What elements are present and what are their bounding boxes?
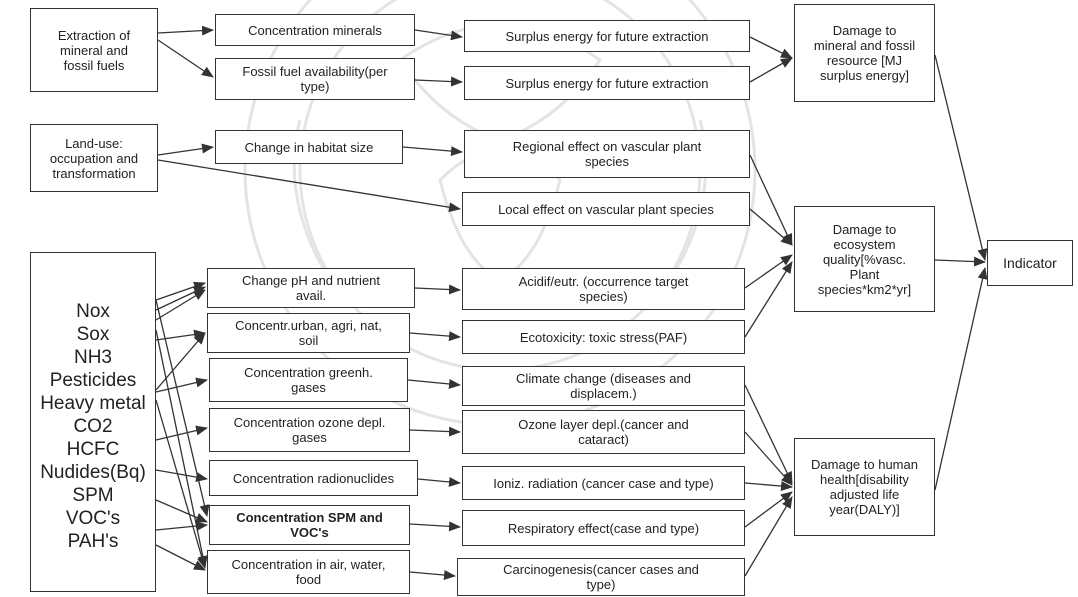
effect-surplus-energy-2: Surplus energy for future extraction [464,66,750,100]
effect-local-vascular: Local effect on vascular plant species [462,192,750,226]
effect-acidif-eutr: Acidif/eutr. (occurrence target species) [462,268,745,310]
fate-conc-spm-voc: Concentration SPM and VOC's [209,505,410,545]
fate-conc-ozone: Concentration ozone depl. gases [209,408,410,452]
fate-fossil-availability: Fossil fuel availability(per type) [215,58,415,100]
emission-nuclides: Nudides(Bq) [40,462,146,483]
fate-conc-radionuclides: Concentration radionuclides [209,460,418,496]
fate-conc-minerals: Concentration minerals [215,14,415,46]
emission-heavy-metal: Heavy metal [40,393,146,414]
fate-ph-nutrient: Change pH and nutrient avail. [207,268,415,308]
effect-respiratory: Respiratory effect(case and type) [462,510,745,546]
extraction-source-box: Extraction of mineral and fossil fuels [30,8,158,92]
damage-resource-box: Damage to mineral and fossil resource [M… [794,4,935,102]
effect-surplus-energy-1: Surplus energy for future extraction [464,20,750,52]
fate-conc-urban: Concentr.urban, agri, nat, soil [207,313,410,353]
fate-habitat-size: Change in habitat size [215,130,403,164]
emissions-source-box: Nox Sox NH3 Pesticides Heavy metal CO2 H… [30,252,156,592]
fate-conc-air-water-food: Concentration in air, water, food [207,550,410,594]
emission-pesticides: Pesticides [49,370,137,391]
landuse-source-box: Land-use: occupation and transformation [30,124,158,192]
effect-ionizing-radiation: Ioniz. radiation (cancer case and type) [462,466,745,500]
emission-hcfc: HCFC [66,439,120,460]
effect-climate-change: Climate change (diseases and displacem.) [462,366,745,406]
emission-co2: CO2 [73,416,113,437]
emission-voc: VOC's [65,508,121,529]
damage-ecosystem-box: Damage to ecosystem quality[%vasc. Plant… [794,206,935,312]
emission-sox: Sox [76,324,110,345]
indicator-box: Indicator [987,240,1073,286]
effect-regional-vascular: Regional effect on vascular plant specie… [464,130,750,178]
emission-spm: SPM [72,485,114,506]
effect-carcinogenesis: Carcinogenesis(cancer cases and type) [457,558,745,596]
damage-health-box: Damage to human health[disability adjust… [794,438,935,536]
fate-conc-greenhouse: Concentration greenh. gases [209,358,408,402]
emission-pah: PAH's [67,531,119,552]
effect-ozone-depletion: Ozone layer depl.(cancer and cataract) [462,410,745,454]
emission-nh3: NH3 [73,347,112,368]
emission-nox: Nox [76,301,110,322]
effect-ecotoxicity: Ecotoxicity: toxic stress(PAF) [462,320,745,354]
